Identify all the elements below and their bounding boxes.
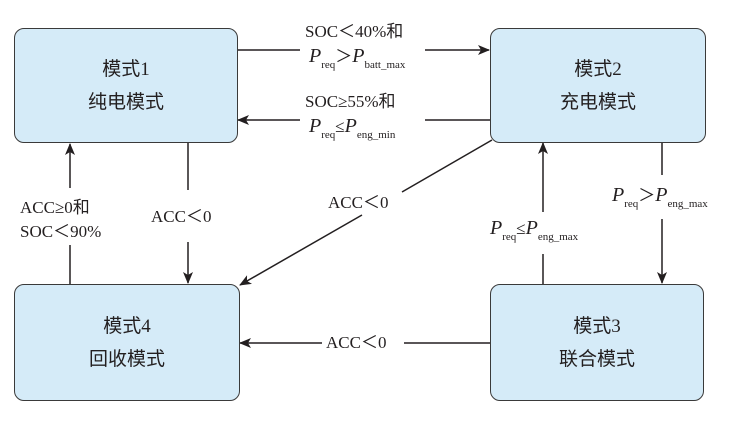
- node-mode4-title: 模式4: [103, 315, 151, 337]
- edge-label-m1-to-m4: ACC＜0: [151, 207, 212, 226]
- edge-m4-to-m1-soc: SOC＜90%: [20, 222, 102, 241]
- node-mode1-name: 纯电模式: [87, 91, 164, 113]
- node-mode2: 模式2 充电模式: [490, 28, 706, 143]
- p-symbol: P: [309, 115, 322, 137]
- node-mode4: 模式4 回收模式: [14, 284, 240, 401]
- subscript: batt_max: [364, 59, 406, 71]
- subscript: eng_min: [356, 129, 396, 141]
- node-mode1: 模式1 纯电模式: [14, 28, 238, 143]
- edge-label-m2-to-m3: Preq＞Peng_max: [612, 184, 708, 210]
- edge-label-m2-to-m1: SOC≥55%和 Preq≤Peng_min: [305, 92, 396, 141]
- node-mode1-title: 模式1: [102, 58, 150, 80]
- p-symbol: P: [490, 217, 503, 239]
- arrow-m2-to-m4-upper: [401, 139, 493, 193]
- p-symbol: P: [655, 184, 668, 206]
- edge-label-m4-to-m1: ACC≥0和 SOC＜90%: [20, 198, 101, 242]
- operator: ≤: [335, 117, 345, 136]
- subscript: req: [321, 129, 336, 141]
- p-symbol: P: [352, 45, 365, 67]
- node-mode2-name: 充电模式: [559, 91, 636, 113]
- subscript: req: [502, 231, 517, 243]
- p-symbol: P: [309, 45, 322, 67]
- arrow-m2-to-m4-lower: [239, 214, 363, 286]
- operator: ＞: [335, 47, 353, 66]
- p-symbol: P: [525, 217, 538, 239]
- edge-label-m1-to-m2: SOC＜40%和 Preq＞Pbatt_max: [305, 22, 406, 71]
- p-symbol: P: [612, 184, 625, 206]
- subscript: eng_max: [667, 198, 708, 210]
- edge-m2-to-m1-soc: SOC≥55%和: [305, 92, 396, 111]
- node-mode3: 模式3 联合模式: [490, 284, 704, 401]
- p-symbol: P: [344, 115, 357, 137]
- subscript: req: [624, 198, 639, 210]
- node-mode4-name: 回收模式: [88, 348, 165, 370]
- subscript: req: [321, 59, 336, 71]
- node-mode3-title: 模式3: [573, 315, 621, 337]
- operator: ≤: [516, 219, 526, 238]
- subscript: eng_max: [537, 231, 579, 243]
- edge-m4-to-m1-acc: ACC≥0和: [20, 198, 90, 217]
- node-mode3-name: 联合模式: [558, 348, 635, 370]
- edge-m1-to-m2-soc: SOC＜40%和: [305, 22, 404, 41]
- edge-label-m2-to-m4: ACC＜0: [328, 193, 389, 212]
- edge-label-m3-to-m2: Preq≤Peng_max: [490, 217, 579, 243]
- node-mode2-title: 模式2: [574, 58, 622, 80]
- operator: ＞: [638, 186, 656, 205]
- edge-label-m3-to-m4: ACC＜0: [326, 333, 387, 352]
